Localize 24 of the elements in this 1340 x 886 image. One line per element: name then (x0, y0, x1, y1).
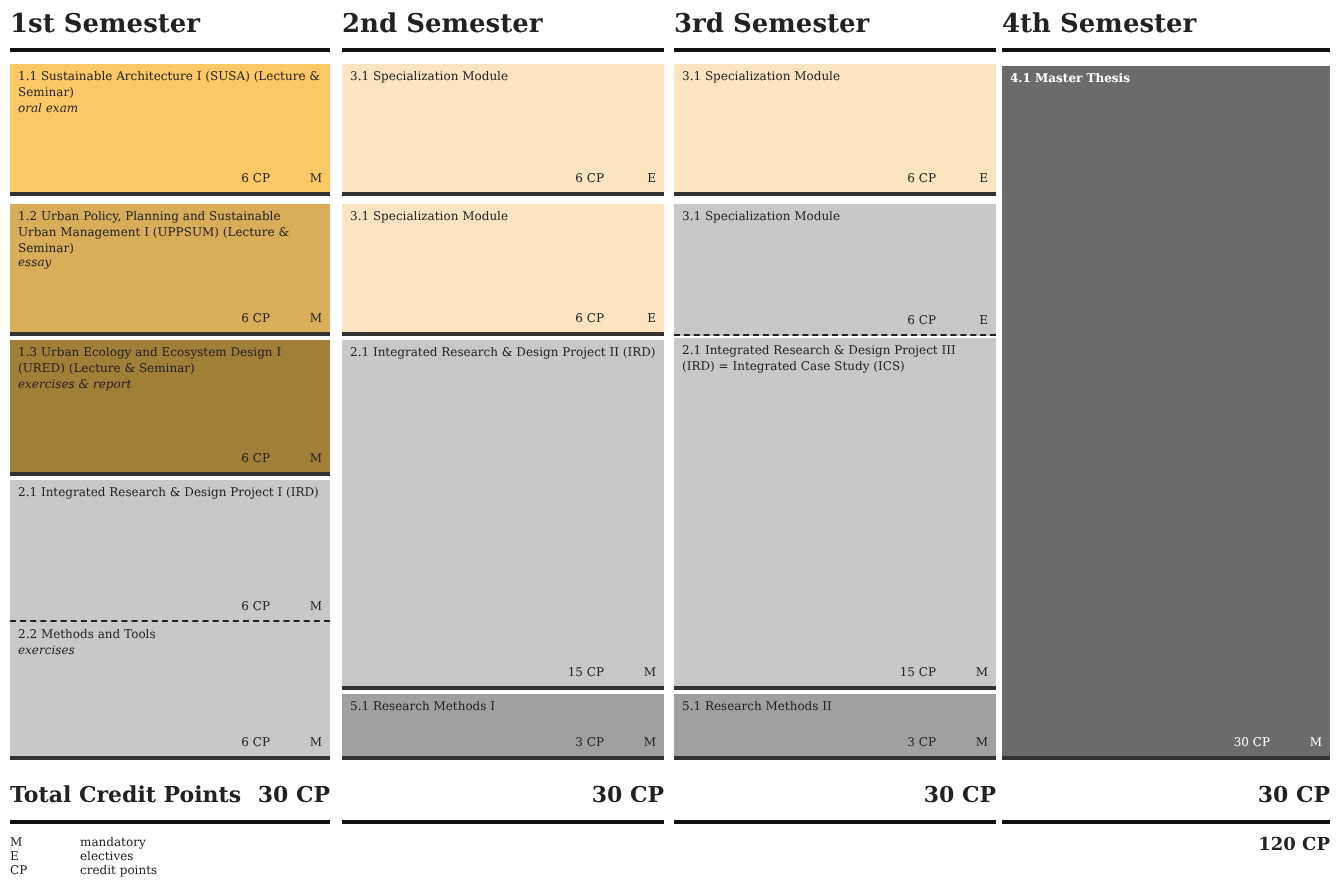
semester-heading: 4th Semester (1002, 10, 1197, 40)
module-box (342, 340, 664, 690)
credit-total: 30 CP (1257, 782, 1330, 808)
module-box (10, 340, 330, 476)
semester-heading: 1st Semester (10, 10, 201, 40)
module-box (10, 622, 330, 760)
module-box (342, 694, 664, 760)
credit-total: 30 CP (591, 782, 664, 808)
module-box (674, 338, 996, 690)
module-box (10, 64, 330, 196)
credit-total: 30 CP (923, 782, 996, 808)
module-box (674, 204, 996, 336)
semester-heading: 3rd Semester (674, 10, 870, 40)
semester-heading: 2nd Semester (342, 10, 543, 40)
grand-total: 120 CP (1258, 836, 1330, 856)
module-box (342, 204, 664, 336)
module-box (674, 694, 996, 760)
module-box (674, 64, 996, 196)
module-box (342, 64, 664, 196)
module-box (1002, 66, 1330, 760)
module-box (10, 204, 330, 336)
total-label: Total Credit Points (10, 782, 242, 808)
credit-total: 30 CP (257, 782, 330, 808)
module-box (10, 480, 330, 622)
